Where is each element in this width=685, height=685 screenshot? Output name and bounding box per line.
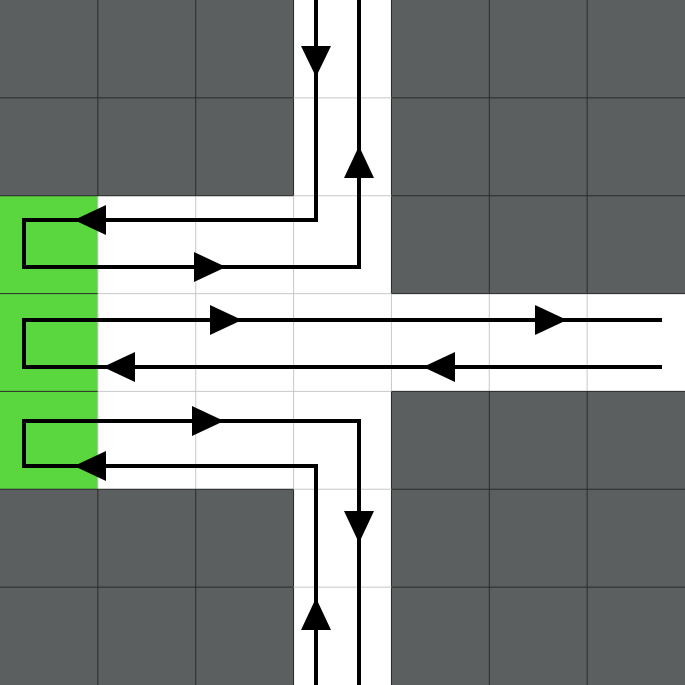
cell-wall (391, 195, 490, 295)
path-bottom-lane (22, 419, 361, 685)
cell-goal (0, 195, 99, 295)
cell-wall (0, 97, 99, 197)
cell-wall (391, 391, 490, 490)
cell-road (97, 195, 197, 295)
cell-wall (97, 0, 197, 99)
cell-goal (0, 293, 99, 392)
cell-road (391, 293, 490, 392)
cell-wall (195, 97, 295, 197)
cell-road (293, 293, 392, 392)
path-bottom-lane-line (22, 419, 361, 685)
cell-road (293, 489, 392, 588)
cell-wall (489, 489, 588, 588)
cell-wall (587, 391, 685, 490)
cell-wall (97, 587, 197, 685)
arrow-down-icon (344, 511, 374, 543)
arrow-left-icon (423, 352, 455, 382)
cell-road (587, 293, 685, 392)
cell-road (195, 195, 295, 295)
cell-road (293, 97, 392, 197)
cell-road (97, 293, 197, 392)
arrow-left-icon (74, 205, 106, 235)
cell-road (293, 587, 392, 685)
cell-wall (0, 0, 99, 99)
cell-road (195, 391, 295, 490)
cell-wall (587, 587, 685, 685)
cell-wall (195, 0, 295, 99)
cell-wall (489, 587, 588, 685)
direction-arrows (74, 46, 567, 630)
cell-wall (587, 489, 685, 588)
cell-wall (587, 97, 685, 197)
cell-road (293, 195, 392, 295)
arrow-left-icon (74, 451, 106, 481)
arrow-left-icon (103, 352, 135, 382)
cell-wall (0, 489, 99, 588)
cell-goal (0, 391, 99, 490)
cell-wall (97, 489, 197, 588)
cell-wall (391, 97, 490, 197)
cell-road (293, 391, 392, 490)
cell-wall (195, 489, 295, 588)
cell-wall (489, 0, 588, 99)
cell-wall (489, 391, 588, 490)
arrow-up-icon (344, 146, 374, 178)
path-right-lane (22, 318, 662, 369)
arrow-right-icon (210, 305, 242, 335)
cell-wall (391, 587, 490, 685)
cell-wall (195, 587, 295, 685)
cell-wall (97, 97, 197, 197)
cell-wall (0, 587, 99, 685)
arrow-right-icon (535, 305, 567, 335)
arrow-right-icon (192, 406, 224, 436)
cell-road (97, 391, 197, 490)
cell-wall (391, 489, 490, 588)
arrow-down-icon (301, 46, 331, 77)
cell-wall (489, 195, 588, 295)
cell-wall (587, 195, 685, 295)
arrow-right-icon (194, 252, 226, 282)
path-right-lane-line (22, 318, 662, 369)
cell-wall (587, 0, 685, 99)
arrow-up-icon (301, 598, 331, 630)
cell-wall (391, 0, 490, 99)
cell-wall (489, 97, 588, 197)
